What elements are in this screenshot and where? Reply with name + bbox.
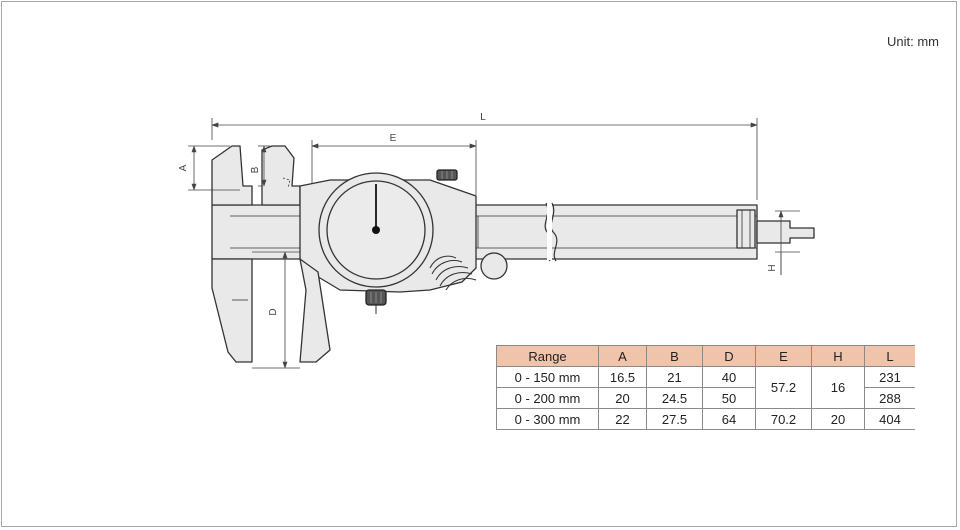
- unit-label: Unit: mm: [887, 34, 939, 49]
- table-row: 0 - 200 mm 20 24.5 50 288: [496, 387, 915, 409]
- cell-l: 288: [864, 387, 915, 409]
- cell-d: 50: [702, 387, 756, 409]
- header-e: E: [755, 345, 812, 367]
- header-b: B: [646, 345, 703, 367]
- header-d: D: [702, 345, 756, 367]
- cell-l: 404: [864, 408, 915, 430]
- label-l: L: [480, 112, 486, 123]
- depth-rod: [756, 220, 815, 244]
- label-a: A: [178, 164, 189, 171]
- fixed-jaw-upper: [211, 145, 253, 206]
- label-b: B: [250, 166, 261, 173]
- cell-d: 40: [702, 366, 756, 388]
- label-e: E: [390, 133, 397, 144]
- cell-d: 64: [702, 408, 756, 430]
- cell-a: 22: [598, 408, 647, 430]
- cell-a: 16.5: [598, 366, 647, 388]
- header-l: L: [864, 345, 915, 367]
- label-d: D: [268, 308, 279, 315]
- cell-range: 0 - 150 mm: [496, 366, 599, 388]
- slider-jaw-upper: [261, 145, 301, 206]
- cell-range: 0 - 300 mm: [496, 408, 599, 430]
- cell-a: 20: [598, 387, 647, 409]
- cell-l: 231: [864, 366, 915, 388]
- dimension-lines: [188, 118, 800, 369]
- cell-b: 24.5: [646, 387, 703, 409]
- header-h: H: [811, 345, 865, 367]
- slider-jaw-lower: [299, 258, 331, 363]
- cell-h: 16: [811, 366, 865, 409]
- beam-end-block: [736, 209, 756, 249]
- header-a: A: [598, 345, 647, 367]
- table-row: 0 - 150 mm 16.5 21 40 57.2 16 231: [496, 366, 915, 409]
- fixed-jaw-lower: [211, 258, 253, 363]
- specification-table: Range A B D E H L 0 - 150 mm 16.5 21 40 …: [496, 345, 915, 430]
- cell-h: 20: [811, 408, 865, 430]
- thumb-roller: [480, 252, 508, 280]
- label-h: H: [767, 264, 778, 271]
- caliper-body: [211, 145, 815, 363]
- dial-center: [372, 226, 380, 234]
- grip-ribs: [429, 255, 477, 291]
- table-row: 0 - 300 mm 22 27.5 64 70.2 20 404: [496, 408, 915, 430]
- main-beam: [211, 204, 758, 260]
- header-range: Range: [496, 345, 599, 367]
- table-header-row: Range A B D E H L: [496, 345, 915, 367]
- cell-b: 27.5: [646, 408, 703, 430]
- cell-e: 70.2: [755, 408, 812, 430]
- cell-range: 0 - 200 mm: [496, 387, 599, 409]
- cell-e: 57.2: [755, 366, 812, 409]
- cell-b: 21: [646, 366, 703, 388]
